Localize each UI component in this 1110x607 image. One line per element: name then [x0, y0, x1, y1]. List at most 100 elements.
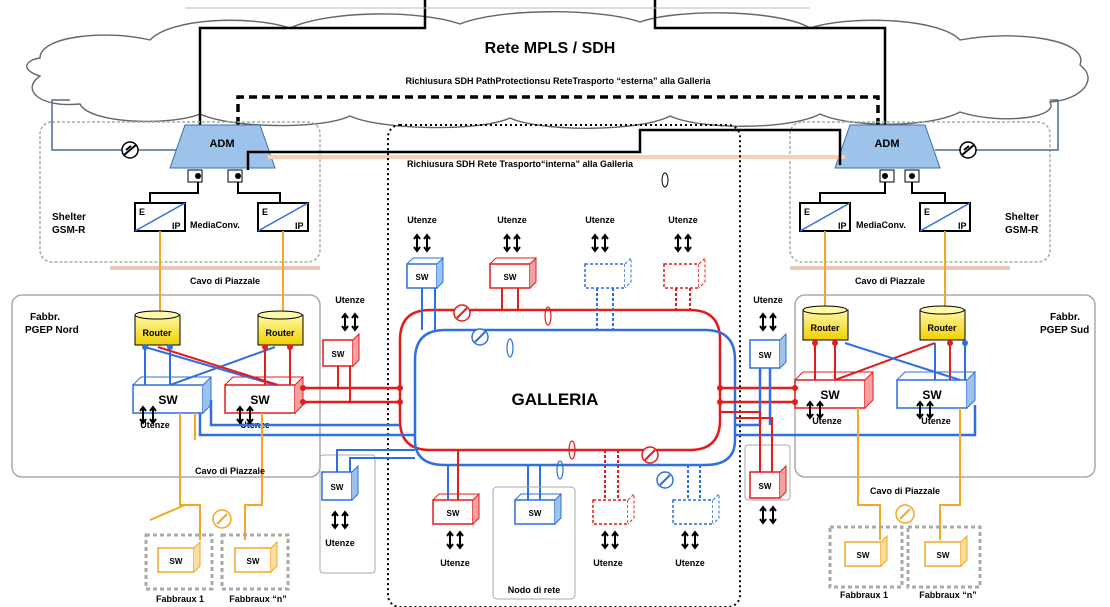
shelter-left-box: [39, 121, 321, 263]
svg-text:Utenze: Utenze: [497, 215, 527, 225]
cavo-sud-bottom: Cavo di Piazzale: [870, 486, 940, 496]
svg-text:Utenze: Utenze: [325, 538, 355, 548]
svg-text:GSM-R: GSM-R: [52, 225, 86, 236]
svg-text:PGEP Sud: PGEP Sud: [1040, 325, 1089, 336]
svg-text:SW: SW: [820, 388, 840, 402]
orange-link-nord: [149, 413, 263, 540]
sw-fabbraux-nord-1: SW: [157, 540, 201, 573]
svg-text:ADM: ADM: [209, 138, 234, 150]
sw-sud-blue: SW: [896, 370, 976, 409]
mediaconv-left-1: E IP: [134, 202, 186, 232]
sw-sud-extra-blue: SW: [749, 332, 787, 369]
router-nord-1: Router: [134, 310, 181, 346]
svg-text:SW: SW: [759, 351, 772, 360]
ring-protection-blue-bottom-icon: [656, 471, 674, 489]
trunk-right: [653, 0, 887, 130]
sw-gal-bot-1: SW: [432, 492, 480, 525]
svg-text:Utenze: Utenze: [593, 558, 623, 568]
cloud-title: Rete MPLS / SDH: [485, 40, 616, 57]
sw-gal-top-2: SW: [489, 256, 537, 289]
ring-protection-red-icon: [453, 304, 471, 322]
svg-text:SW: SW: [332, 350, 345, 359]
svg-text:Fabbraux 1: Fabbraux 1: [156, 594, 204, 604]
ring-protection-red-bottom-icon: [641, 446, 659, 464]
svg-text:SW: SW: [857, 551, 870, 560]
svg-text:IP: IP: [838, 221, 847, 231]
svg-text:Utenze: Utenze: [585, 215, 615, 225]
sw-gal-bot-3: [592, 492, 635, 525]
svg-text:SW: SW: [937, 551, 950, 560]
sw-nord-extra-blue: SW: [321, 464, 359, 501]
internal-ring-line: [246, 128, 842, 170]
svg-text:Fabbraux “n”: Fabbraux “n”: [919, 590, 977, 600]
svg-text:Router: Router: [266, 328, 295, 338]
svg-text:Utenze: Utenze: [812, 416, 842, 426]
svg-text:Fabbraux 1: Fabbraux 1: [840, 590, 888, 600]
svg-text:SW: SW: [447, 509, 460, 518]
sw-sud-extra-red: SW: [749, 464, 787, 499]
svg-text:SW: SW: [170, 557, 183, 566]
svg-text:Utenze: Utenze: [140, 420, 170, 430]
svg-text:E: E: [924, 207, 930, 217]
sw-gal-top-1: SW: [406, 256, 444, 289]
mediaconv-right-1: E IP: [799, 202, 851, 232]
sw-gal-top-3: [584, 256, 632, 289]
svg-text:IP: IP: [172, 221, 181, 231]
cavo-nord-bottom: Cavo di Piazzale: [195, 466, 265, 476]
svg-text:IP: IP: [958, 221, 967, 231]
mediaconv-left-2: E IP: [257, 202, 309, 232]
svg-text:Utenze: Utenze: [753, 295, 783, 305]
cavo-right-top: Cavo di Piazzale: [855, 276, 925, 286]
red-ring: [398, 308, 722, 452]
svg-text:PGEP Nord: PGEP Nord: [25, 325, 79, 336]
galleria-label: GALLERIA: [512, 390, 599, 409]
external-ring-note: Richiusura SDH PathProtectionsu ReteTras…: [405, 76, 711, 86]
svg-text:Shelter: Shelter: [52, 212, 86, 223]
protection-left-icon: [121, 141, 139, 159]
sw-gal-bot-2: SW: [514, 492, 562, 525]
nodo-di-rete-box: [492, 486, 576, 600]
mediaconv-right-label: MediaConv.: [856, 220, 906, 230]
svg-text:Fabbr.: Fabbr.: [30, 312, 60, 323]
svg-text:Fabbr.: Fabbr.: [1050, 312, 1080, 323]
router-sud-2: Router: [919, 305, 966, 341]
fabbr-nord-box: [11, 294, 321, 478]
svg-text:IP: IP: [295, 221, 304, 231]
galleria-box: [387, 124, 741, 607]
svg-text:SW: SW: [158, 393, 178, 407]
orange-link-sud: [857, 408, 961, 540]
trunk-left: [198, 0, 427, 130]
external-ring-dashed: [236, 95, 880, 125]
svg-text:E: E: [262, 207, 268, 217]
sw-fabbraux-sud-n: SW: [924, 534, 968, 567]
svg-text:Router: Router: [928, 323, 957, 333]
svg-text:SW: SW: [759, 482, 772, 491]
svg-text:Fabbraux “n”: Fabbraux “n”: [229, 594, 287, 604]
ring-protection-blue-icon: [471, 328, 489, 346]
svg-text:GSM-R: GSM-R: [1005, 225, 1039, 236]
svg-text:SW: SW: [331, 483, 344, 492]
svg-text:Utenze: Utenze: [675, 558, 705, 568]
router-sud-1: Router: [802, 305, 849, 341]
sw-fabbraux-nord-n: SW: [234, 540, 278, 573]
svg-text:Utenze: Utenze: [335, 295, 365, 305]
svg-text:Utenze: Utenze: [440, 558, 470, 568]
sw-nord-extra-red: SW: [322, 332, 360, 367]
svg-text:Shelter: Shelter: [1005, 212, 1039, 223]
svg-text:E: E: [139, 207, 145, 217]
svg-text:Utenze: Utenze: [668, 215, 698, 225]
cavo-sud-icon: [895, 504, 915, 524]
sw-fabbraux-sud-1: SW: [844, 534, 888, 567]
svg-text:E: E: [804, 207, 810, 217]
router-nord-2: Router: [257, 310, 304, 346]
svg-text:SW: SW: [922, 388, 942, 402]
shelter-right-box: [789, 121, 1051, 263]
svg-text:SW: SW: [250, 393, 270, 407]
sw-sud-red: SW: [794, 370, 874, 409]
svg-text:SW: SW: [504, 273, 517, 282]
svg-text:Nodo di rete: Nodo di rete: [508, 585, 561, 595]
mediaconv-left-label: MediaConv.: [190, 220, 240, 230]
protection-right-icon: [959, 141, 977, 159]
svg-text:ADM: ADM: [874, 138, 899, 150]
svg-text:SW: SW: [529, 509, 542, 518]
